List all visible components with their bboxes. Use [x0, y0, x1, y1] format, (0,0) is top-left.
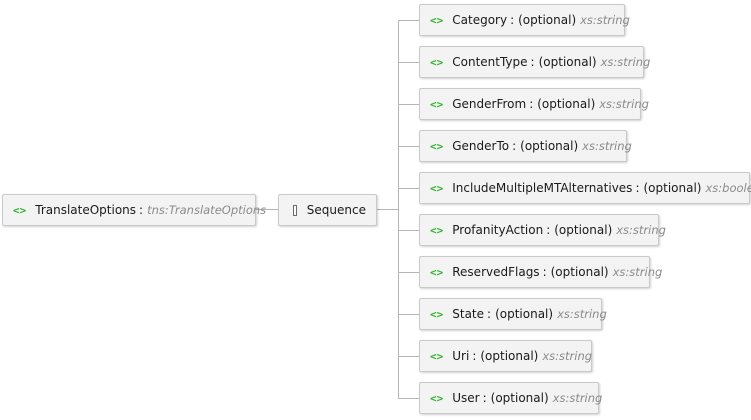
sequence-icon [293, 204, 297, 216]
connector-to-child [398, 398, 419, 399]
element-icon: <> [430, 265, 444, 279]
connector-vertical-bus [398, 20, 399, 399]
connector-to-child [398, 62, 419, 63]
child-element-type: xs:string [542, 349, 593, 363]
child-element-name: ReservedFlags [452, 265, 540, 279]
child-element-node[interactable]: <> User:(optional)xs:string [419, 382, 602, 414]
child-separator: : [529, 97, 534, 111]
child-element-name: IncludeMultipleMTAlternatives [452, 181, 633, 195]
child-occurrence: (optional) [490, 391, 549, 405]
child-separator: : [542, 265, 547, 279]
connector-to-child [398, 146, 419, 147]
child-separator: : [546, 223, 551, 237]
child-element-name: Category [452, 13, 508, 27]
child-separator: : [472, 349, 477, 363]
connector-to-child [398, 104, 419, 105]
child-element-node[interactable]: <> IncludeMultipleMTAlternatives:(optiona… [419, 172, 751, 204]
child-element-type: xs:string [582, 139, 632, 153]
element-icon: <> [430, 349, 444, 363]
child-element-node[interactable]: <> GenderTo:(optional)xs:string [419, 130, 632, 162]
sequence-label: Sequence [306, 203, 366, 217]
child-element-name: User [452, 391, 480, 405]
child-occurrence: (optional) [518, 13, 577, 27]
sequence-node[interactable]: Sequence [278, 194, 377, 226]
element-icon: <> [430, 13, 444, 27]
child-element-type: xs:boolean [705, 181, 751, 195]
child-element-node[interactable]: <> GenderFrom:(optional)xs:string [419, 88, 649, 120]
child-separator: : [510, 13, 515, 27]
connector-to-child [398, 272, 419, 273]
child-element-type: xs:string [557, 307, 607, 321]
root-element-node[interactable]: <> TranslateOptions : tns:TranslateOptio… [2, 194, 266, 226]
child-element-name: ProfanityAction [452, 223, 544, 237]
child-element-node[interactable]: <> ContentType:(optional)xs:string [419, 46, 650, 78]
element-icon: <> [430, 223, 444, 237]
child-element-type: xs:string [612, 265, 663, 279]
child-occurrence: (optional) [495, 307, 554, 321]
child-element-type: xs:string [616, 223, 666, 237]
child-occurrence: (optional) [538, 55, 597, 69]
child-element-name: State [452, 307, 485, 321]
connector-to-child [398, 20, 419, 21]
child-separator: : [487, 307, 492, 321]
child-element-node[interactable]: <> Uri:(optional)xs:string [419, 340, 592, 372]
child-element-name: ContentType [452, 55, 528, 69]
child-occurrence: (optional) [643, 181, 702, 195]
child-element-name: Uri [452, 349, 470, 363]
root-separator: : [139, 203, 144, 217]
child-element-type: xs:string [552, 391, 603, 405]
child-separator: : [512, 139, 517, 153]
root-element-name: TranslateOptions [35, 203, 137, 217]
child-occurrence: (optional) [537, 97, 596, 111]
child-element-name: GenderTo [452, 139, 510, 153]
connector-to-child [398, 314, 419, 315]
child-occurrence: (optional) [520, 139, 579, 153]
element-icon: <> [430, 139, 444, 153]
connector-root-to-sequence [256, 209, 278, 210]
connector-to-child [398, 230, 419, 231]
child-element-node[interactable]: <> ProfanityAction:(optional)xs:string [419, 214, 666, 246]
child-element-node[interactable]: <> State:(optional)xs:string [419, 298, 607, 330]
element-icon: <> [13, 203, 27, 217]
root-element-type: tns:TranslateOptions [147, 203, 267, 217]
child-element-type: xs:string [580, 13, 630, 27]
child-separator: : [530, 55, 535, 69]
element-icon: <> [430, 55, 444, 69]
element-icon: <> [430, 181, 444, 195]
child-occurrence: (optional) [554, 223, 613, 237]
child-occurrence: (optional) [550, 265, 609, 279]
child-separator: : [482, 391, 487, 405]
child-element-name: GenderFrom [452, 97, 527, 111]
connector-to-child [398, 188, 419, 189]
connector-to-child [398, 356, 419, 357]
child-occurrence: (optional) [480, 349, 539, 363]
child-element-node[interactable]: <> Category:(optional)xs:string [419, 4, 630, 36]
child-separator: : [635, 181, 640, 195]
element-icon: <> [430, 391, 444, 405]
child-element-node[interactable]: <> ReservedFlags:(optional)xs:string [419, 256, 662, 288]
connector-sequence-to-bus [377, 209, 398, 210]
child-element-type: xs:string [599, 97, 649, 111]
element-icon: <> [430, 307, 444, 321]
child-element-type: xs:string [600, 55, 651, 69]
element-icon: <> [430, 97, 444, 111]
